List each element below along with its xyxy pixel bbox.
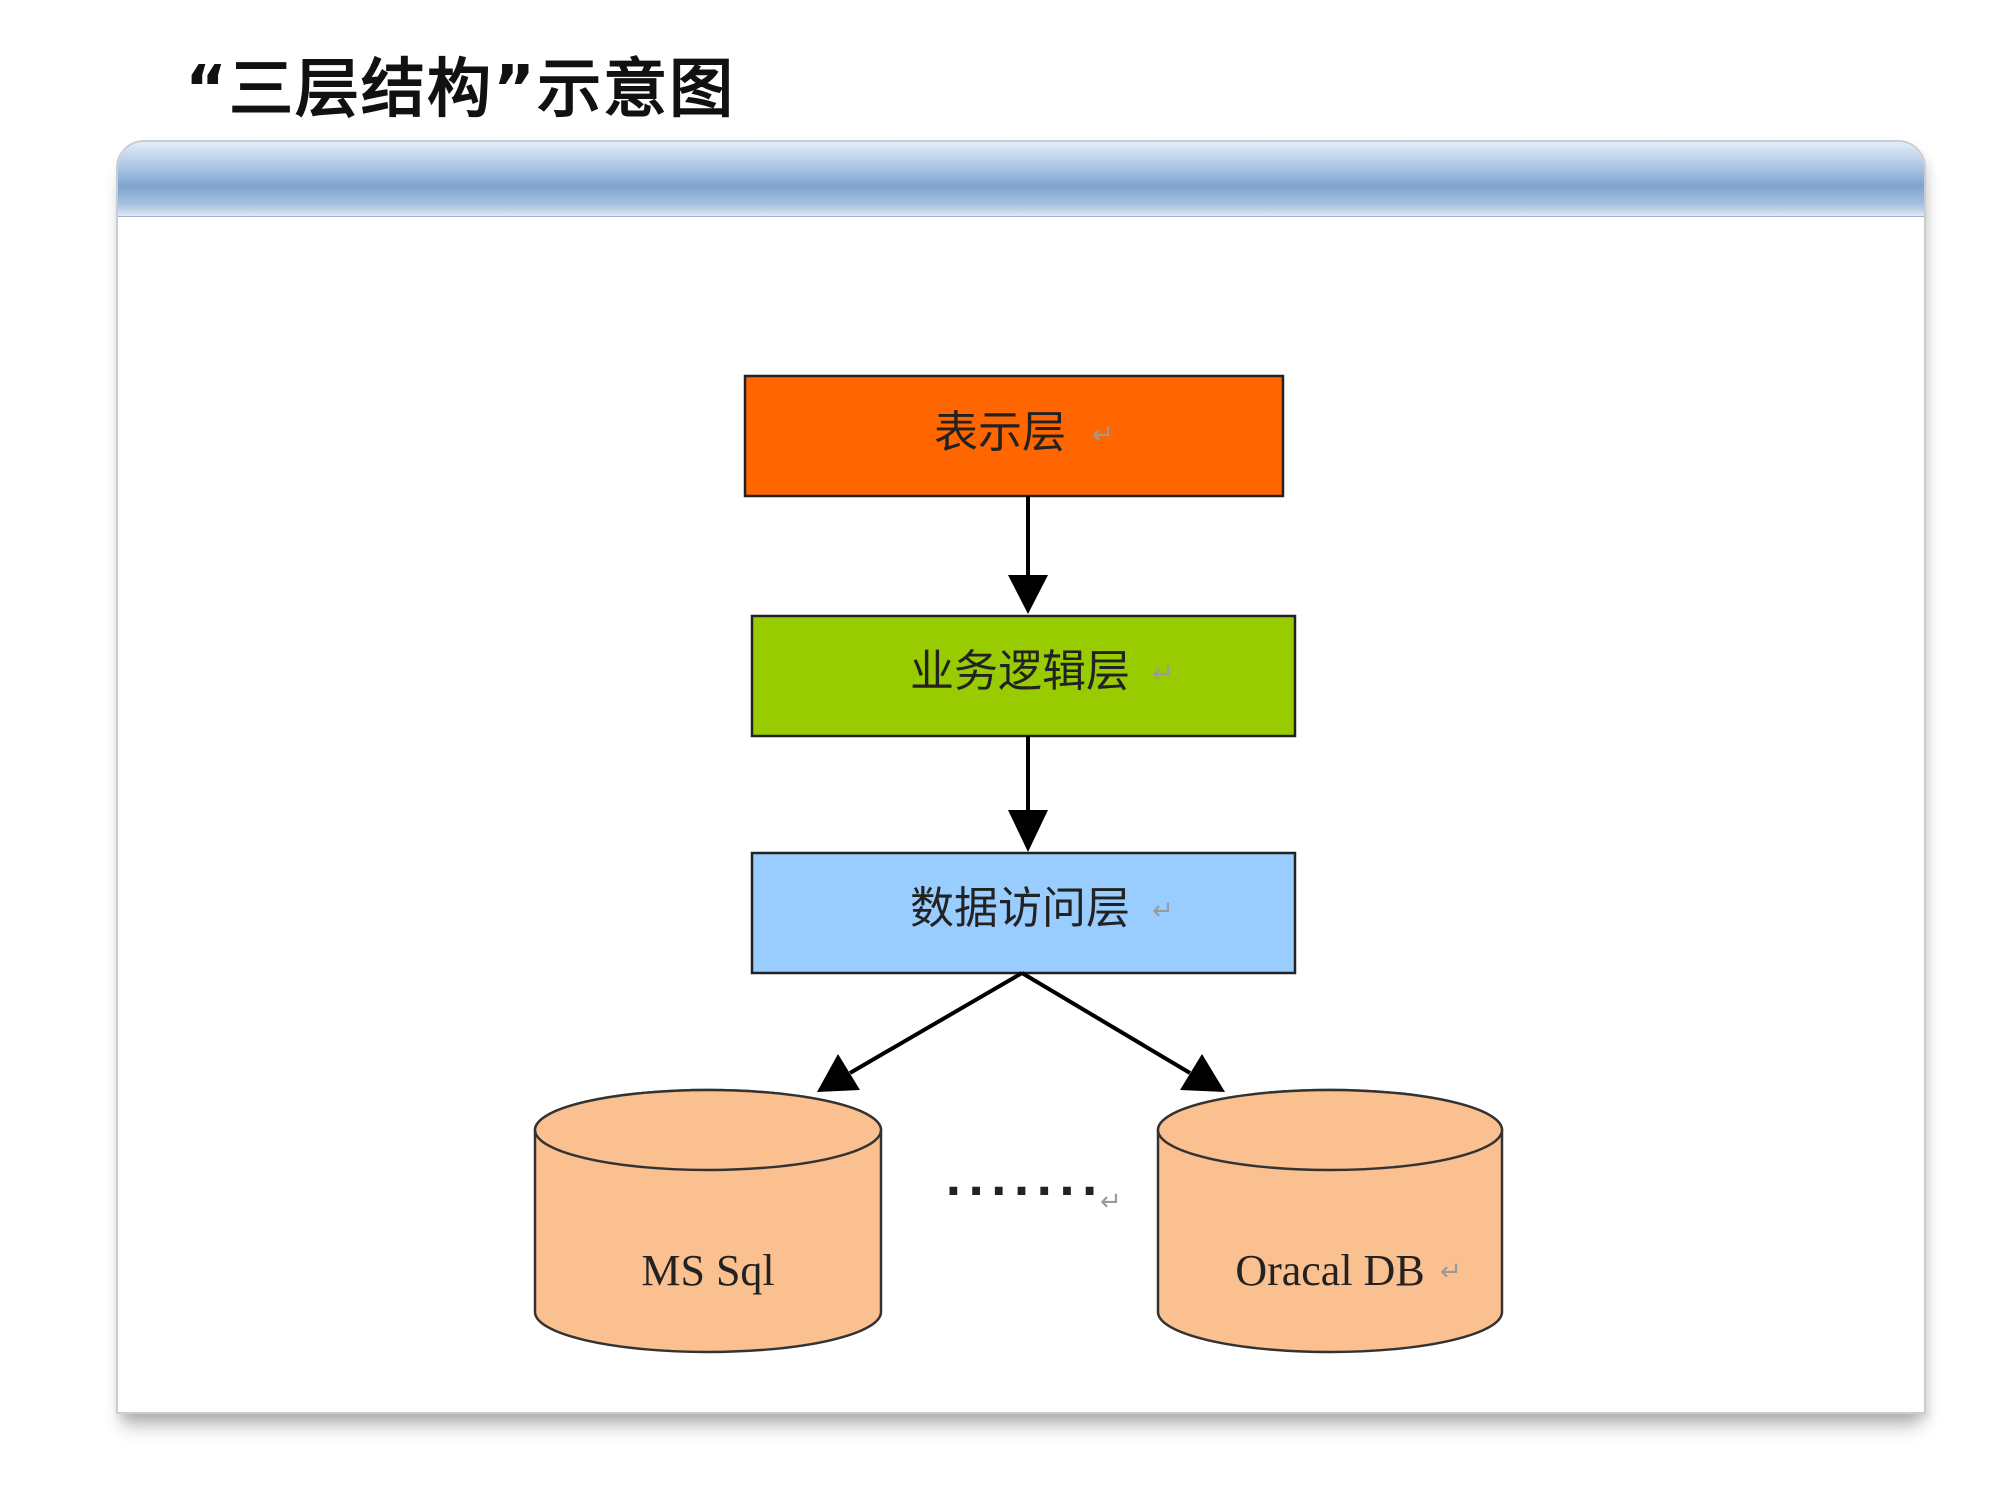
mssql-database-label: MS Sql bbox=[641, 1246, 774, 1295]
oracle-database-cylinder bbox=[1156, 1088, 1504, 1354]
business-logic-layer-box bbox=[750, 614, 1297, 738]
presentation-layer-box bbox=[743, 374, 1285, 498]
return-mark: ↵ bbox=[1152, 659, 1174, 689]
arrow-presentation-to-business bbox=[1008, 496, 1048, 614]
arrow-data-access-to-mssql bbox=[817, 971, 1024, 1092]
oracle-database-label: Oracal DB bbox=[1235, 1246, 1424, 1295]
return-mark: ↵ bbox=[1092, 420, 1114, 450]
mssql-database-cylinder bbox=[533, 1088, 883, 1354]
diagram-panel bbox=[116, 140, 1926, 1414]
data-access-layer-box bbox=[750, 851, 1297, 975]
return-mark: ↵ bbox=[1152, 896, 1174, 926]
page-title: “三层结构”示意图 bbox=[185, 53, 736, 127]
arrow-data-access-to-oracle bbox=[1020, 971, 1225, 1092]
panel-header-bar bbox=[118, 142, 1924, 217]
return-mark: ↵ bbox=[1100, 1187, 1122, 1217]
business-logic-layer-label: 业务逻辑层 bbox=[910, 646, 1130, 697]
ellipsis-more-databases: ....... bbox=[945, 1155, 1104, 1206]
presentation-layer-label: 表示层 bbox=[934, 407, 1066, 458]
data-access-layer-label: 数据访问层 bbox=[910, 883, 1130, 934]
arrow-business-to-data-access bbox=[1008, 736, 1048, 852]
return-mark: ↵ bbox=[1440, 1257, 1462, 1287]
